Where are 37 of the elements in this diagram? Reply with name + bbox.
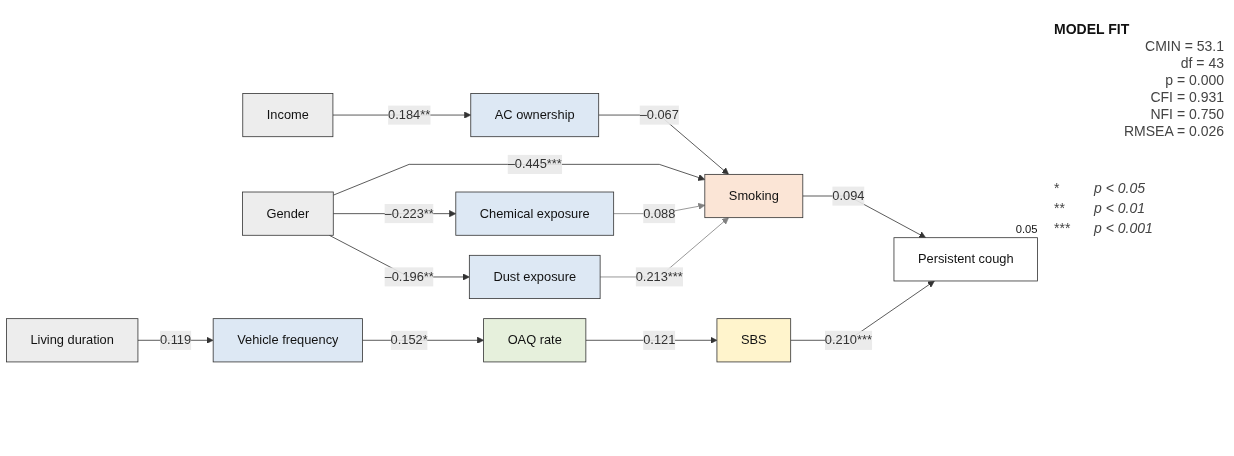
fit-statistic: CMIN = 53.1 [1144, 38, 1224, 54]
fit-statistic: NFI = 0.750 [1149, 106, 1224, 122]
node-box: Dust exposure [468, 255, 601, 300]
node-box: SBS [716, 318, 792, 363]
node-box: Persistent cough [893, 237, 1038, 282]
edge-label: 0.119 [159, 333, 192, 348]
edge-label: –0.067 [639, 108, 679, 122]
node-box: AC ownership [470, 93, 600, 138]
edge-label: 0.121 [643, 333, 676, 348]
edge-label: –0.196** [384, 270, 434, 284]
edge-label: 0.088 [643, 206, 676, 221]
section-heading: MODEL FIT [1054, 21, 1131, 37]
fit-statistic: CFI = 0.931 [1149, 89, 1224, 105]
edge-label: –0.223** [384, 206, 434, 221]
significance-note: p < 0.01 [1094, 200, 1146, 216]
significance-note: p < 0.001 [1094, 220, 1154, 236]
fit-statistic: df = 43 [1179, 55, 1224, 71]
fit-statistic: p = 0.000 [1164, 72, 1224, 88]
node-box: OAQ rate [483, 318, 587, 363]
significance-mark: * [1054, 180, 1061, 196]
node-box: Vehicle frequency [212, 318, 363, 363]
fit-statistic: RMSEA = 0.026 [1123, 123, 1224, 139]
node-box: Living duration [6, 318, 139, 363]
node-box: Chemical exposure [455, 191, 615, 236]
significance-note: p < 0.05 [1094, 180, 1146, 196]
edge-label: 0.213*** [635, 270, 683, 284]
node-box: Gender [242, 191, 334, 236]
edge-label: 0.152* [390, 333, 428, 348]
edge-label: 0.094 [832, 189, 865, 203]
node-box: Smoking [704, 174, 804, 219]
variance-value: 0.05 [1015, 223, 1038, 236]
significance-mark: ** [1054, 200, 1066, 216]
edge-label: 0.210*** [824, 333, 872, 348]
significance-mark: *** [1054, 220, 1072, 236]
node-box: Income [242, 93, 334, 138]
edge-label: 0.184** [388, 108, 431, 122]
edge-label: –0.445*** [507, 157, 562, 172]
